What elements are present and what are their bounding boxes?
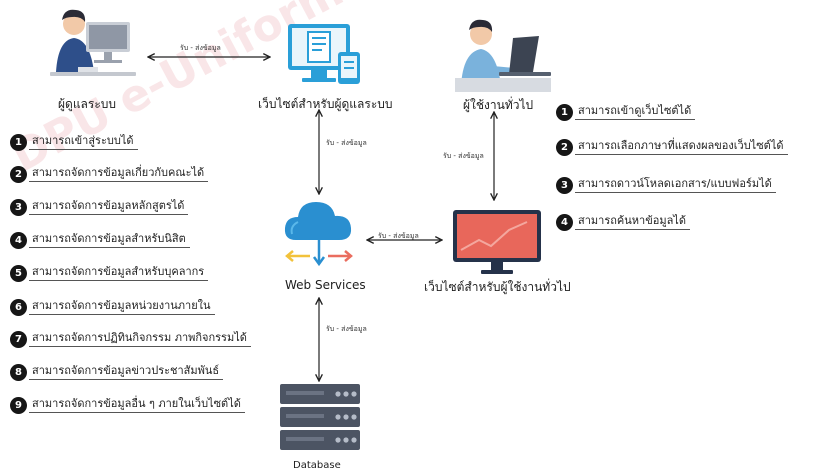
user-feature-text: สามารถเข้าดูเว็บไซต์ได้ — [575, 104, 696, 120]
number-badge: 5 — [10, 264, 27, 282]
web-services-label: Web Services — [285, 278, 366, 292]
user-feature-text: สามารถเลือกภาษาที่แสดงผลของเว็บไซต์ได้ — [575, 139, 788, 155]
number-badge: 4 — [10, 231, 27, 249]
admin-website-icon — [288, 24, 360, 84]
admin-feature-text: สามารถเข้าสู่ระบบได้ — [29, 134, 138, 150]
connection-label-database: รับ - ส่งข้อมูล — [326, 325, 367, 333]
connection-label-admin: รับ - ส่งข้อมูล — [180, 44, 221, 52]
user-person-icon — [455, 19, 551, 92]
admin-feature-text: สามารถจัดการข้อมูลข่าวประชาสัมพันธ์ — [29, 364, 224, 380]
number-badge: 4 — [556, 213, 573, 231]
web-services-cloud-icon — [284, 202, 353, 267]
user-label: ผู้ใช้งานทั่วไป — [463, 98, 534, 112]
number-badge: 2 — [10, 165, 27, 183]
user-feature-text: สามารถค้นหาข้อมูลได้ — [575, 214, 690, 230]
admin-feature-text: สามารถจัดการปฏิทินกิจกรรม ภาพกิจกรรมได้ — [29, 331, 251, 347]
admin-feature-text: สามารถจัดการข้อมูลเกี่ยวกับคณะได้ — [29, 166, 209, 182]
number-badge: 3 — [10, 198, 27, 216]
admin-label: ผู้ดูแลระบบ — [58, 97, 117, 111]
database-label: Database — [293, 460, 341, 471]
admin-feature-text: สามารถจัดการข้อมูลหลักสูตรได้ — [29, 199, 189, 215]
connection-label-admin-site: รับ - ส่งข้อมูล — [326, 139, 367, 147]
admin-feature-text: สามารถจัดการข้อมูลสำหรับนิสิต — [29, 232, 190, 248]
user-website-monitor-icon — [453, 210, 541, 274]
admin-feature-text: สามารถจัดการข้อมูลอื่น ๆ ภายในเว็บไซต์ได… — [29, 397, 245, 413]
number-badge: 1 — [556, 103, 573, 121]
connection-label-services-user-site: รับ - ส่งข้อมูล — [378, 232, 419, 240]
admin-feature-text: สามารถจัดการข้อมูลหน่วยงานภายใน — [29, 299, 215, 315]
admin-person-icon — [50, 9, 136, 76]
number-badge: 9 — [10, 396, 27, 414]
admin-website-label: เว็บไซต์สำหรับผู้ดูแลระบบ — [258, 97, 393, 111]
user-feature-text: สามารถดาวน์โหลดเอกสาร/แบบฟอร์มได้ — [575, 177, 776, 193]
number-badge: 7 — [10, 330, 27, 348]
number-badge: 1 — [10, 133, 27, 151]
number-badge: 2 — [556, 138, 573, 156]
number-badge: 3 — [556, 176, 573, 194]
database-server-icon — [280, 384, 360, 450]
admin-feature-text: สามารถจัดการข้อมูลสำหรับบุคลากร — [29, 265, 209, 281]
connection-label-user: รับ - ส่งข้อมูล — [443, 152, 484, 160]
user-website-label: เว็บไซต์สำหรับผู้ใช้งานทั่วไป — [424, 280, 571, 294]
number-badge: 8 — [10, 363, 27, 381]
number-badge: 6 — [10, 298, 27, 316]
